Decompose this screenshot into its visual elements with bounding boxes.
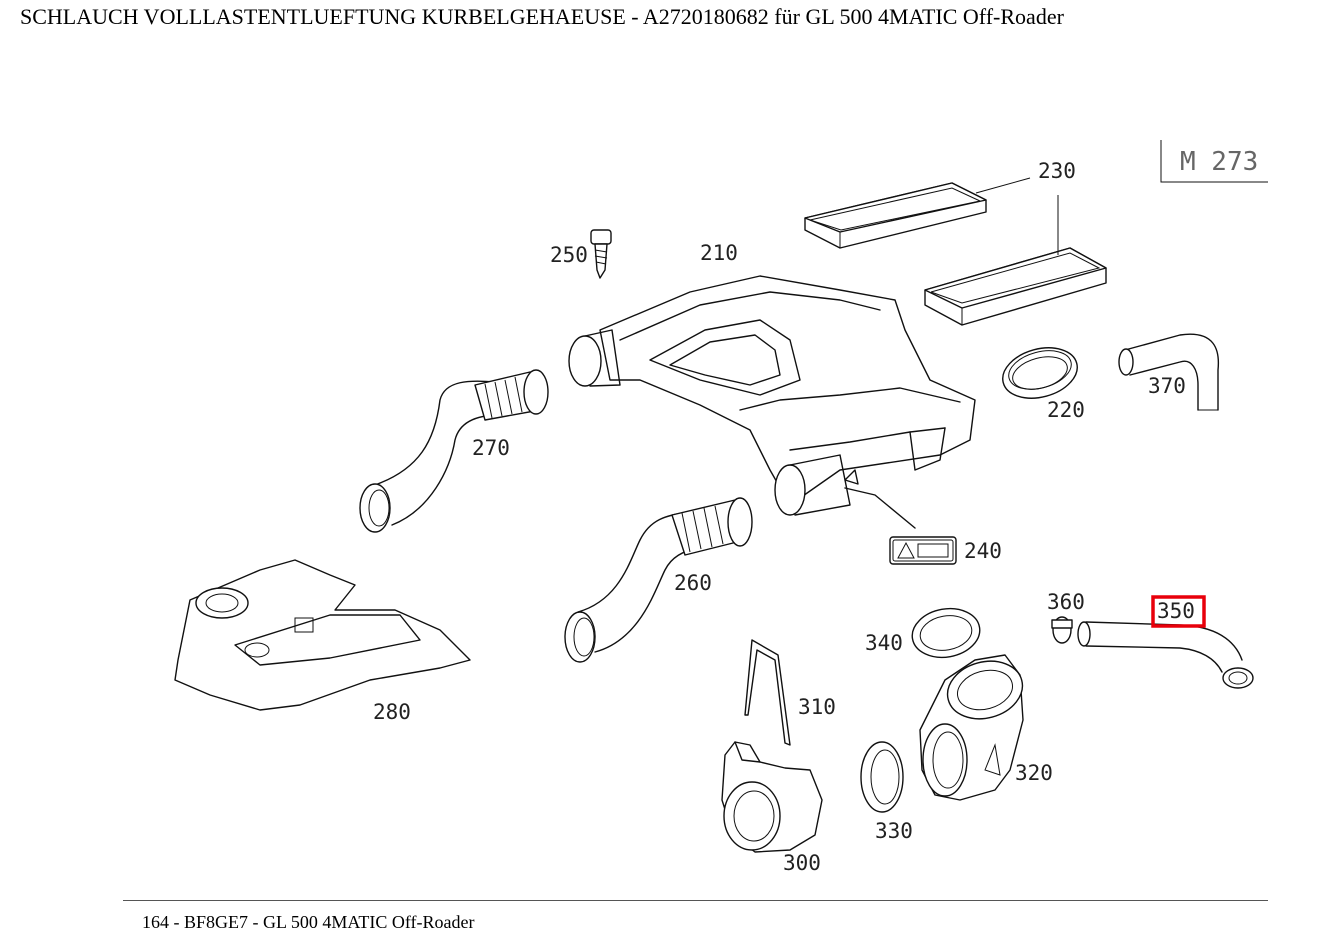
part-280-engine-cover[interactable] — [174, 559, 471, 711]
highlight-box-350 — [1151, 595, 1206, 628]
part-300-air-mass-sensor[interactable] — [721, 741, 823, 853]
part-250-screw[interactable] — [590, 229, 612, 279]
part-340-clamp-ring[interactable] — [908, 603, 983, 662]
part-330-ring[interactable] — [860, 741, 904, 813]
label-210[interactable]: 210 — [700, 241, 738, 265]
label-230[interactable]: 230 — [1038, 159, 1076, 183]
part-320-connector[interactable] — [919, 653, 1029, 801]
footer-divider — [123, 900, 1268, 901]
part-270-intake-hose[interactable] — [359, 369, 549, 533]
label-310[interactable]: 310 — [798, 695, 836, 719]
engine-code-box: M 273 — [1160, 140, 1268, 183]
parts-diagram: M 273 230 250 210 — [174, 140, 1268, 875]
part-350-hose[interactable] — [1077, 621, 1254, 689]
label-350[interactable]: 350 — [1157, 599, 1195, 623]
part-370-hose[interactable] — [1118, 333, 1220, 411]
part-220-seal-ring[interactable] — [997, 340, 1083, 406]
label-270[interactable]: 270 — [472, 436, 510, 460]
label-320[interactable]: 320 — [1015, 761, 1053, 785]
label-330[interactable]: 330 — [875, 819, 913, 843]
engine-code: M 273 — [1180, 147, 1258, 177]
label-240[interactable]: 240 — [964, 539, 1002, 563]
part-310-gasket[interactable] — [744, 639, 791, 746]
label-250[interactable]: 250 — [550, 243, 588, 267]
label-360[interactable]: 360 — [1047, 590, 1085, 614]
label-370[interactable]: 370 — [1148, 374, 1186, 398]
label-300[interactable]: 300 — [783, 851, 821, 875]
label-260[interactable]: 260 — [674, 571, 712, 595]
footer-text: 164 - BF8GE7 - GL 500 4MATIC Off-Roader — [142, 912, 475, 932]
part-240-warning-label[interactable] — [889, 536, 957, 565]
part-360-clip[interactable] — [1051, 616, 1073, 644]
page-title: SCHLAUCH VOLLLASTENTLUEFTUNG KURBELGEHAE… — [20, 4, 1064, 29]
label-280[interactable]: 280 — [373, 700, 411, 724]
part-230-air-filters[interactable] — [804, 177, 1107, 326]
part-260-intake-hose[interactable] — [564, 497, 753, 663]
part-210-air-filter-housing[interactable] — [568, 275, 976, 529]
label-340[interactable]: 340 — [865, 631, 903, 655]
label-220[interactable]: 220 — [1047, 398, 1085, 422]
